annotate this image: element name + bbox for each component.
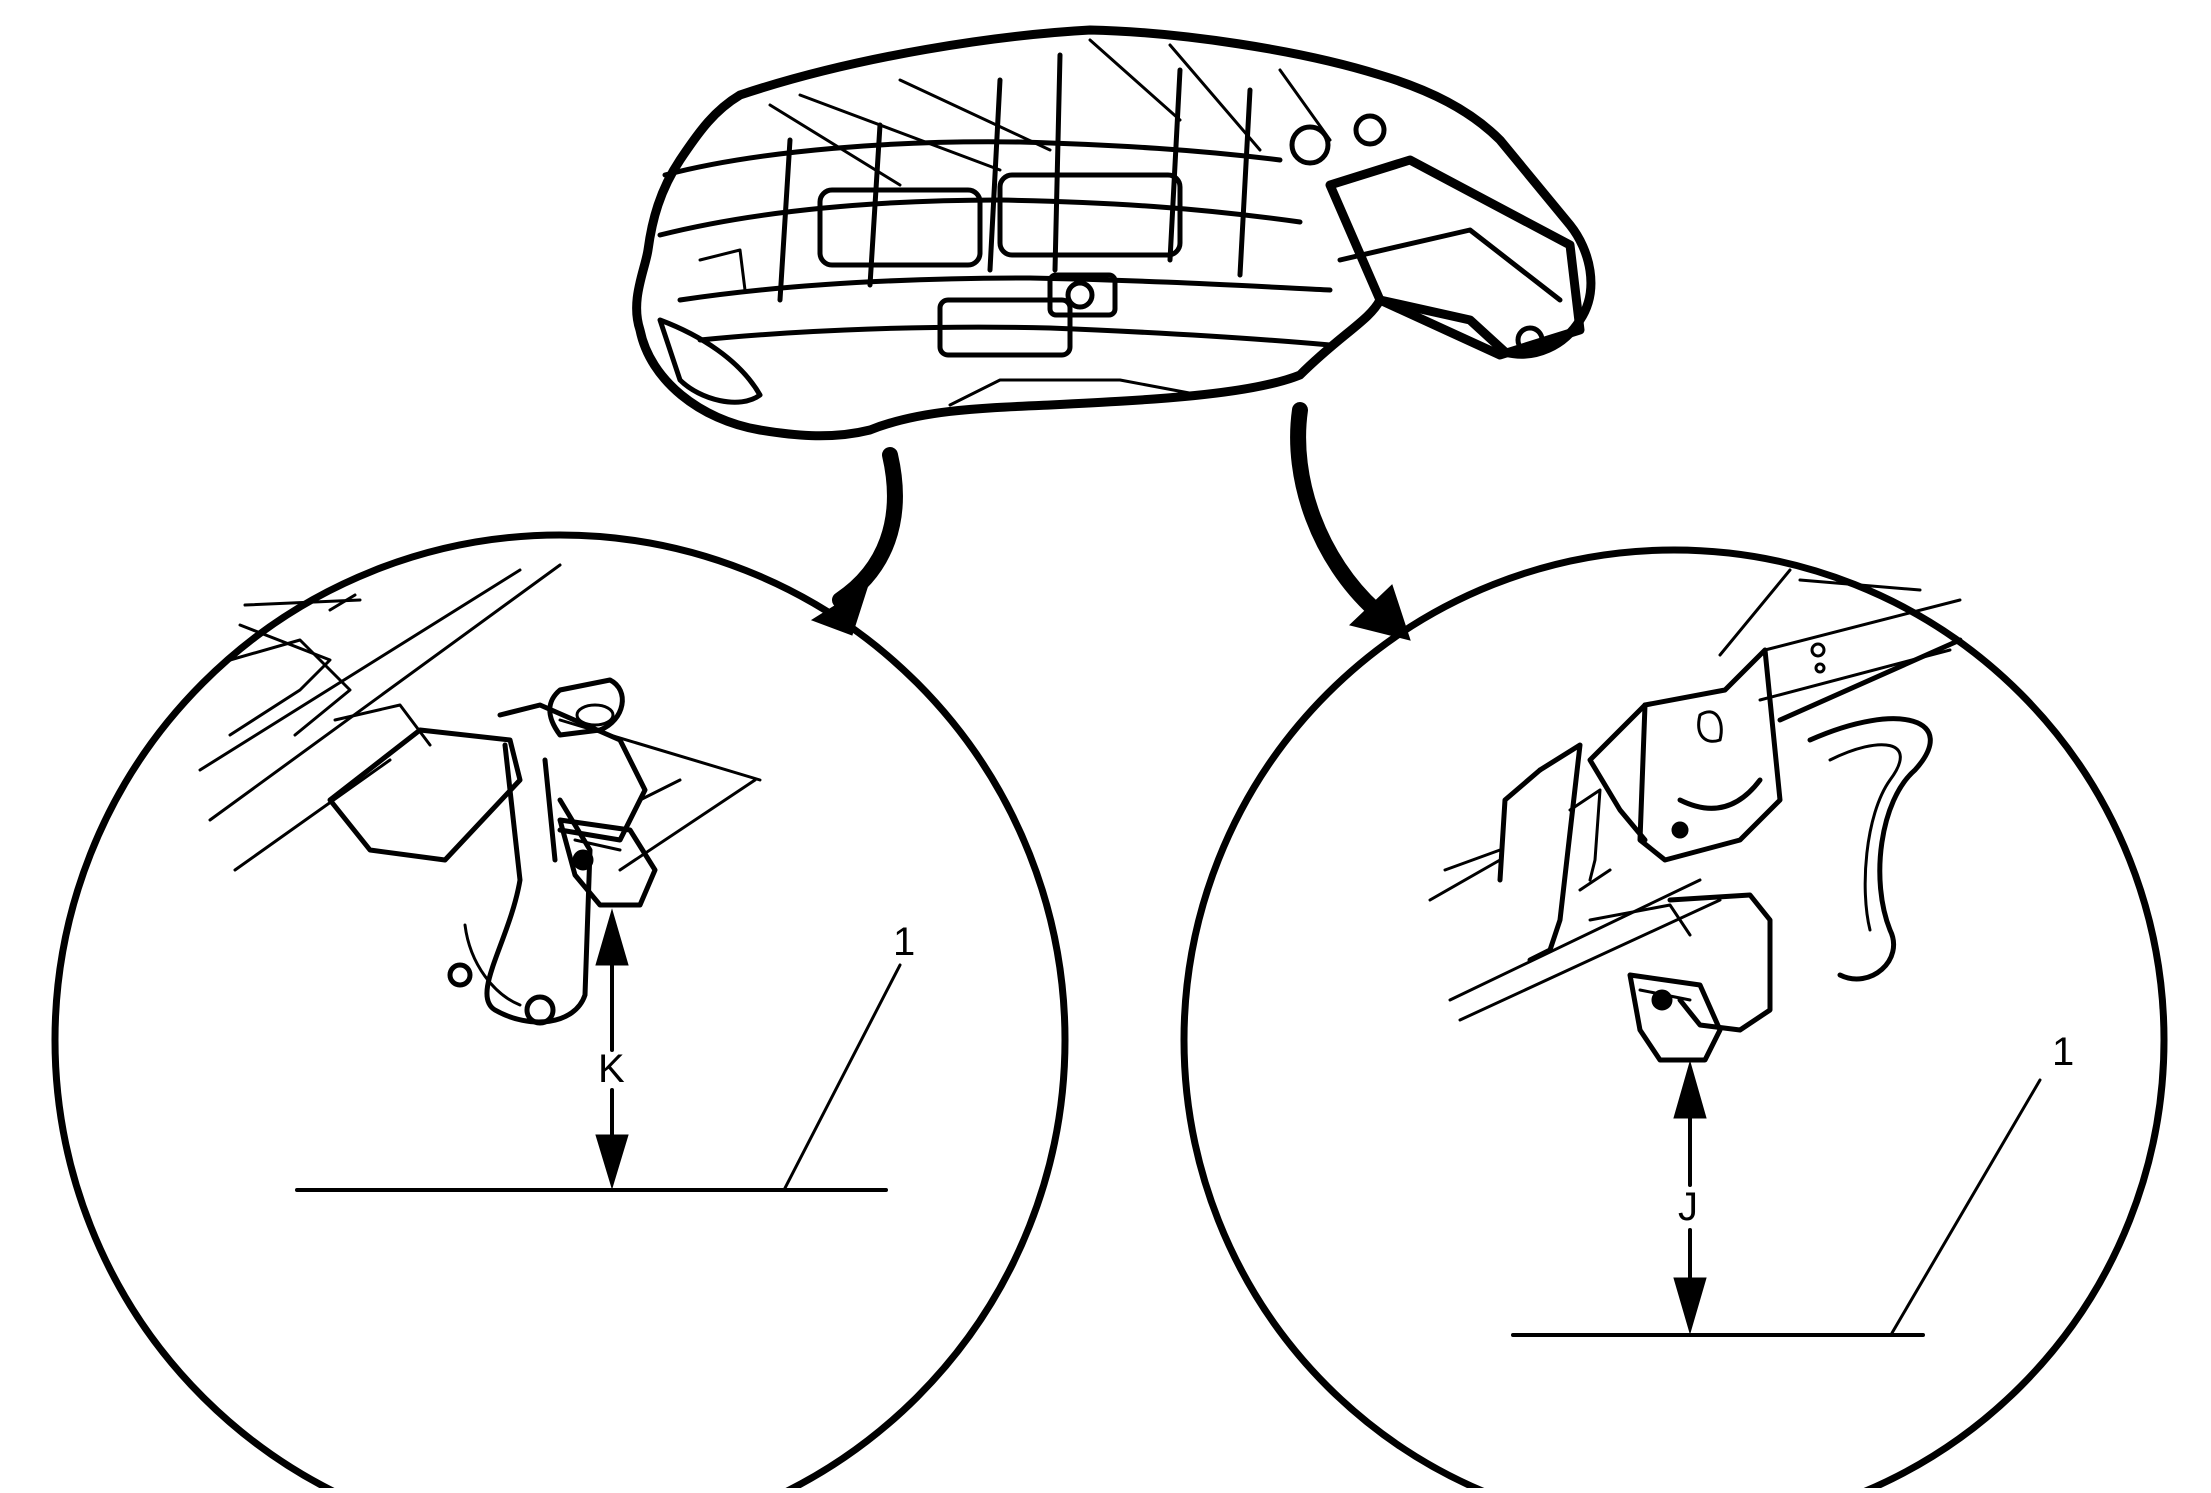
left-detail-view: K 1 — [51, 531, 1069, 1493]
reference-callout-1-left: 1 — [893, 920, 915, 964]
reference-callout-1-right: 1 — [2052, 1030, 2074, 1074]
vehicle-underbody-overview — [632, 25, 1596, 441]
dimension-j-label: J — [1678, 1185, 1698, 1229]
dimension-k-label: K — [598, 1047, 625, 1091]
right-pointer-arrow — [1290, 402, 1411, 641]
left-pointer-arrow — [810, 447, 903, 636]
right-detail-view: J 1 — [1180, 546, 2168, 1493]
